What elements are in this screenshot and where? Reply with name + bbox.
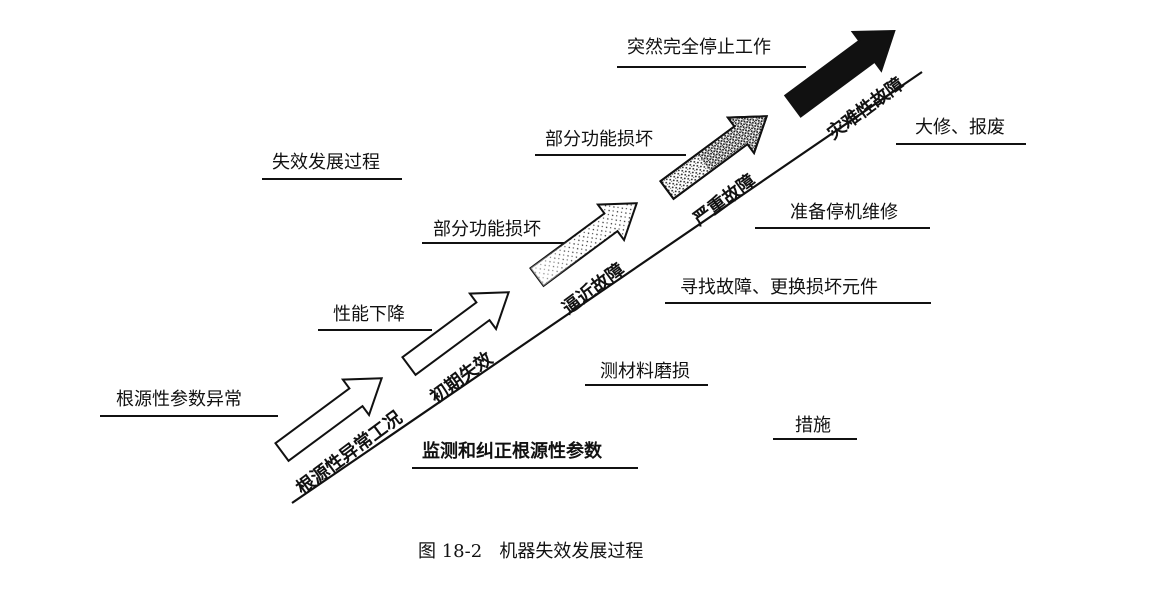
- progression-line: [291, 71, 923, 504]
- measure-wear: 测材料磨损: [585, 361, 708, 386]
- measure-prepare-shutdown: 准备停机维修: [755, 202, 930, 229]
- svg-text:部分功能损坏: 部分功能损坏: [545, 129, 653, 150]
- svg-text:措施: 措施: [795, 415, 831, 436]
- measure-overhaul-scrap: 大修、报废: [896, 117, 1026, 145]
- measures-label: 措施: [773, 415, 857, 440]
- svg-text:大修、报废: 大修、报废: [915, 117, 1005, 138]
- left-label-performance-drop: 性能下降: [318, 304, 432, 331]
- figure-caption: 图 18-2 机器失效发展过程: [418, 541, 643, 562]
- stage-arrow-1: [274, 377, 384, 463]
- left-label-partial-damage-lower: 部分功能损坏: [422, 219, 572, 244]
- stage-arrow-2: [401, 291, 511, 377]
- svg-text:测材料磨损: 测材料磨损: [600, 361, 690, 382]
- left-label-partial-damage-upper: 部分功能损坏: [535, 129, 686, 156]
- measure-find-fault-replace: 寻找故障、更换损坏元件: [665, 277, 931, 304]
- svg-text:性能下降: 性能下降: [333, 304, 405, 325]
- left-label-root-anomaly: 根源性参数异常: [100, 389, 278, 417]
- measure-monitor-correct: 监测和纠正根源性参数: [412, 440, 638, 469]
- svg-text:突然完全停止工作: 突然完全停止工作: [627, 37, 771, 58]
- svg-text:部分功能损坏: 部分功能损坏: [433, 219, 541, 240]
- svg-text:失效发展过程: 失效发展过程: [272, 152, 380, 173]
- svg-text:监测和纠正根源性参数: 监测和纠正根源性参数: [422, 440, 603, 462]
- process-title: 失效发展过程: [262, 152, 402, 180]
- svg-text:寻找故障、更换损坏元件: 寻找故障、更换损坏元件: [680, 277, 878, 298]
- left-label-sudden-stop: 突然完全停止工作: [617, 37, 806, 68]
- svg-text:准备停机维修: 准备停机维修: [790, 202, 898, 223]
- stage-arrow-5: [783, 30, 896, 118]
- svg-text:根源性参数异常: 根源性参数异常: [116, 389, 242, 410]
